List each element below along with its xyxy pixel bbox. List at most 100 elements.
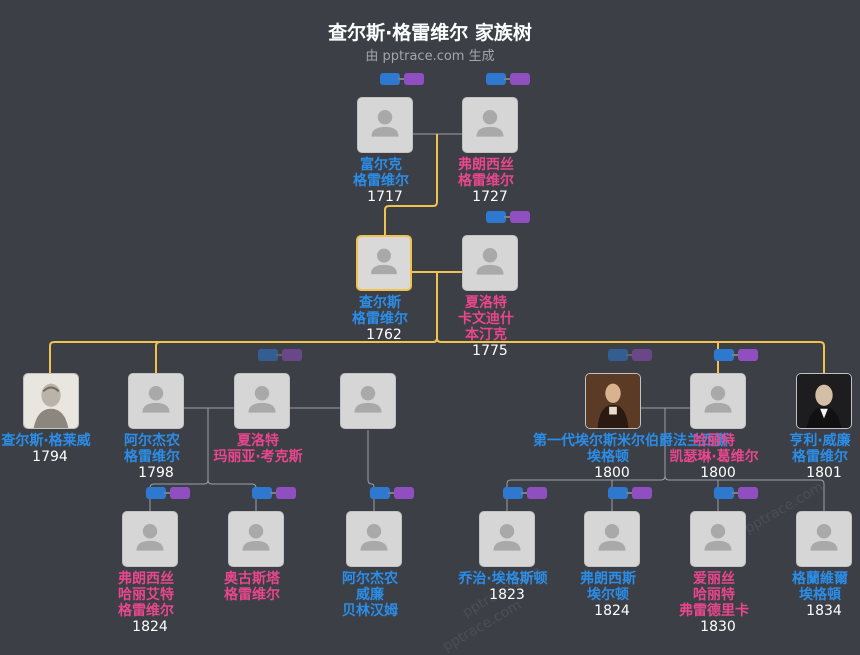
person-name[interactable]: 爱丽丝哈丽特弗雷德里卡 [639, 571, 789, 619]
person-name-line: 本汀克 [465, 327, 507, 343]
person-name[interactable]: 查尔斯·格莱威 [0, 433, 121, 449]
expand-toggle[interactable] [486, 73, 530, 85]
person-name[interactable]: 阿尔杰农格雷维尔 [77, 433, 227, 465]
expand-female-icon[interactable] [170, 487, 190, 499]
expand-male-icon[interactable] [714, 487, 734, 499]
expand-male-icon[interactable] [486, 211, 506, 223]
expand-female-icon[interactable] [632, 487, 652, 499]
person-name-line: 哈丽特 [693, 587, 735, 603]
person-card[interactable] [228, 511, 284, 567]
expand-male-icon[interactable] [714, 349, 734, 361]
person-name[interactable]: 第一代埃尔斯米尔伯爵法兰西斯埃格顿 [533, 433, 729, 465]
expand-male-icon[interactable] [146, 487, 166, 499]
person-name-line: 凯瑟琳·葛维尔 [669, 449, 759, 465]
person-card[interactable] [690, 373, 746, 429]
expand-male-icon[interactable] [486, 73, 506, 85]
person-card[interactable] [462, 97, 518, 153]
person-card[interactable] [128, 373, 184, 429]
expand-toggle[interactable] [608, 349, 652, 361]
person-card[interactable] [356, 235, 412, 291]
birth-year: 1798 [138, 465, 174, 481]
person-name-line: 阿尔杰农 [342, 571, 398, 587]
person-name-line: 爱丽丝 [693, 571, 735, 587]
person-name[interactable]: 弗朗西丝格雷维尔 [411, 157, 561, 189]
expand-toggle[interactable] [252, 487, 296, 499]
toggle-connector [504, 78, 512, 80]
expand-female-icon[interactable] [527, 487, 547, 499]
expand-male-icon[interactable] [608, 487, 628, 499]
birth-year: 1800 [594, 465, 630, 481]
person-name-line: 哈丽特 [693, 433, 735, 449]
person-name[interactable]: 阿尔杰农威廉贝林汉姆 [295, 571, 445, 619]
person-card[interactable] [690, 511, 746, 567]
toggle-connector [270, 492, 278, 494]
child-link [436, 337, 825, 373]
person-card[interactable] [479, 511, 535, 567]
person-card[interactable] [122, 511, 178, 567]
person-name-line: 查尔斯 [359, 295, 401, 311]
expand-male-icon[interactable] [380, 73, 400, 85]
person-name-line: 埃格頓 [799, 587, 841, 603]
expand-toggle[interactable] [370, 487, 414, 499]
person-card[interactable] [234, 373, 290, 429]
person-name[interactable]: 查尔斯格雷维尔 [305, 295, 455, 327]
person-name[interactable]: 格蘭維爾埃格頓 [745, 571, 860, 603]
person-card[interactable] [796, 511, 852, 567]
expand-female-icon[interactable] [632, 349, 652, 361]
person-card[interactable] [23, 373, 79, 429]
birth-year: 1824 [594, 603, 630, 619]
expand-male-icon[interactable] [258, 349, 278, 361]
person-name[interactable]: 乔治·埃格斯顿 [428, 571, 578, 587]
birth-year: 1800 [700, 465, 736, 481]
person-name[interactable]: 夏洛特玛丽亚·考克斯 [183, 433, 333, 465]
page-title: 查尔斯·格雷维尔 家族树 [328, 22, 532, 44]
person-name[interactable]: 弗朗西斯埃尔顿 [533, 571, 683, 603]
expand-female-icon[interactable] [276, 487, 296, 499]
expand-female-icon[interactable] [404, 73, 424, 85]
birth-year: 1727 [472, 189, 508, 205]
person-name-line: 威廉 [356, 587, 384, 603]
person-card[interactable] [462, 235, 518, 291]
expand-toggle[interactable] [486, 211, 530, 223]
expand-toggle[interactable] [380, 73, 424, 85]
person-name-line: 格雷维尔 [792, 449, 848, 465]
person-card[interactable] [346, 511, 402, 567]
person-name[interactable]: 夏洛特卡文迪什本汀克 [411, 295, 561, 343]
birth-year: 1801 [806, 465, 842, 481]
child-link [207, 479, 257, 511]
person-name[interactable]: 哈丽特凯瑟琳·葛维尔 [639, 433, 789, 465]
person-name[interactable]: 奥古斯塔格雷维尔 [177, 571, 327, 603]
toggle-connector [521, 492, 529, 494]
person-card[interactable] [584, 511, 640, 567]
person-name[interactable]: 亨利·威廉格雷维尔 [745, 433, 860, 465]
toggle-connector [626, 492, 634, 494]
toggle-connector [732, 492, 740, 494]
person-card[interactable] [585, 373, 641, 429]
person-name[interactable]: 弗朗西丝哈丽艾特格雷维尔 [71, 571, 221, 619]
person-card[interactable] [796, 373, 852, 429]
expand-male-icon[interactable] [608, 349, 628, 361]
expand-toggle[interactable] [608, 487, 652, 499]
expand-female-icon[interactable] [510, 211, 530, 223]
expand-female-icon[interactable] [738, 487, 758, 499]
expand-female-icon[interactable] [282, 349, 302, 361]
expand-toggle[interactable] [714, 349, 758, 361]
person-name-line: 弗朗西斯 [580, 571, 636, 587]
person-card[interactable] [340, 373, 396, 429]
expand-female-icon[interactable] [738, 349, 758, 361]
birth-year: 1834 [806, 603, 842, 619]
child-link [664, 475, 825, 511]
person-card[interactable] [357, 97, 413, 153]
expand-male-icon[interactable] [503, 487, 523, 499]
expand-male-icon[interactable] [370, 487, 390, 499]
expand-female-icon[interactable] [510, 73, 530, 85]
person-name-line: 亨利·威廉 [789, 433, 851, 449]
expand-male-icon[interactable] [252, 487, 272, 499]
expand-toggle[interactable] [714, 487, 758, 499]
expand-female-icon[interactable] [394, 487, 414, 499]
person-name[interactable]: 富尔克格雷维尔 [306, 157, 456, 189]
expand-toggle[interactable] [146, 487, 190, 499]
expand-toggle[interactable] [258, 349, 302, 361]
person-name-line: 乔治·埃格斯顿 [458, 571, 548, 587]
expand-toggle[interactable] [503, 487, 547, 499]
